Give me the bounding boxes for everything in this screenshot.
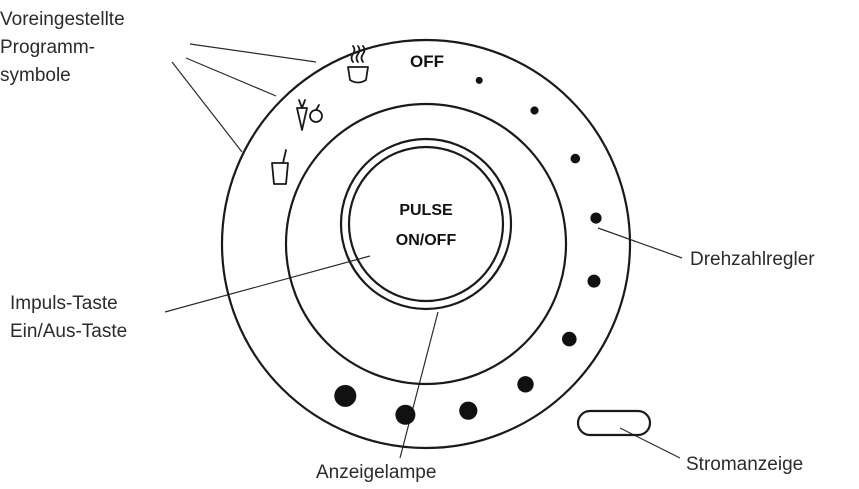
speed-dot-10[interactable] bbox=[334, 384, 357, 407]
pulse-button-label-line2: ON/OFF bbox=[396, 232, 457, 249]
speed-dot-5[interactable] bbox=[587, 274, 601, 288]
speed-dot-8[interactable] bbox=[459, 401, 478, 420]
speed-dot-1[interactable] bbox=[475, 76, 483, 84]
speed-dot-2[interactable] bbox=[530, 106, 539, 115]
label-pulse-line1: Impuls-Taste bbox=[10, 293, 118, 314]
leader-power-indicator bbox=[619, 427, 681, 459]
pulse-button-outer-ring[interactable] bbox=[339, 137, 513, 311]
power-indicator-light bbox=[576, 409, 652, 437]
speed-dot-9[interactable] bbox=[395, 404, 416, 425]
speed-dots bbox=[334, 76, 602, 425]
label-preset-line2: Programm- bbox=[0, 37, 95, 58]
leader-preset-to-cup bbox=[171, 61, 243, 153]
dial-inner-ring bbox=[284, 102, 568, 386]
leader-preset-to-veg bbox=[185, 57, 277, 97]
leader-lines bbox=[164, 43, 683, 459]
speed-dot-3[interactable] bbox=[570, 153, 581, 164]
leader-indicator-lamp bbox=[399, 311, 439, 459]
leader-preset-to-soup bbox=[189, 43, 317, 63]
speed-dot-7[interactable] bbox=[517, 376, 534, 393]
pulse-button-label-line1: PULSE bbox=[399, 202, 453, 219]
soup-icon[interactable] bbox=[347, 45, 369, 84]
label-preset-line3: symbole bbox=[0, 65, 71, 86]
label-indicator-lamp: Anzeigelampe bbox=[316, 462, 436, 483]
pulse-button[interactable] bbox=[347, 145, 505, 303]
smoothie-cup-icon[interactable] bbox=[271, 149, 289, 185]
label-speed-dial: Drehzahlregler bbox=[690, 249, 815, 270]
label-pulse-line2: Ein/Aus-Taste bbox=[10, 321, 127, 342]
speed-dot-6[interactable] bbox=[562, 331, 577, 347]
speed-dot-4[interactable] bbox=[590, 212, 602, 224]
leader-pulse-button bbox=[164, 255, 371, 313]
label-preset-line1: Voreingestellte bbox=[0, 9, 125, 30]
vegetables-fruit-icon[interactable] bbox=[296, 99, 323, 131]
label-power-indicator: Stromanzeige bbox=[686, 454, 803, 475]
dial-outer-ring[interactable] bbox=[220, 38, 632, 450]
leader-speed-dial bbox=[597, 227, 683, 259]
dial-off-label: OFF bbox=[410, 52, 444, 71]
